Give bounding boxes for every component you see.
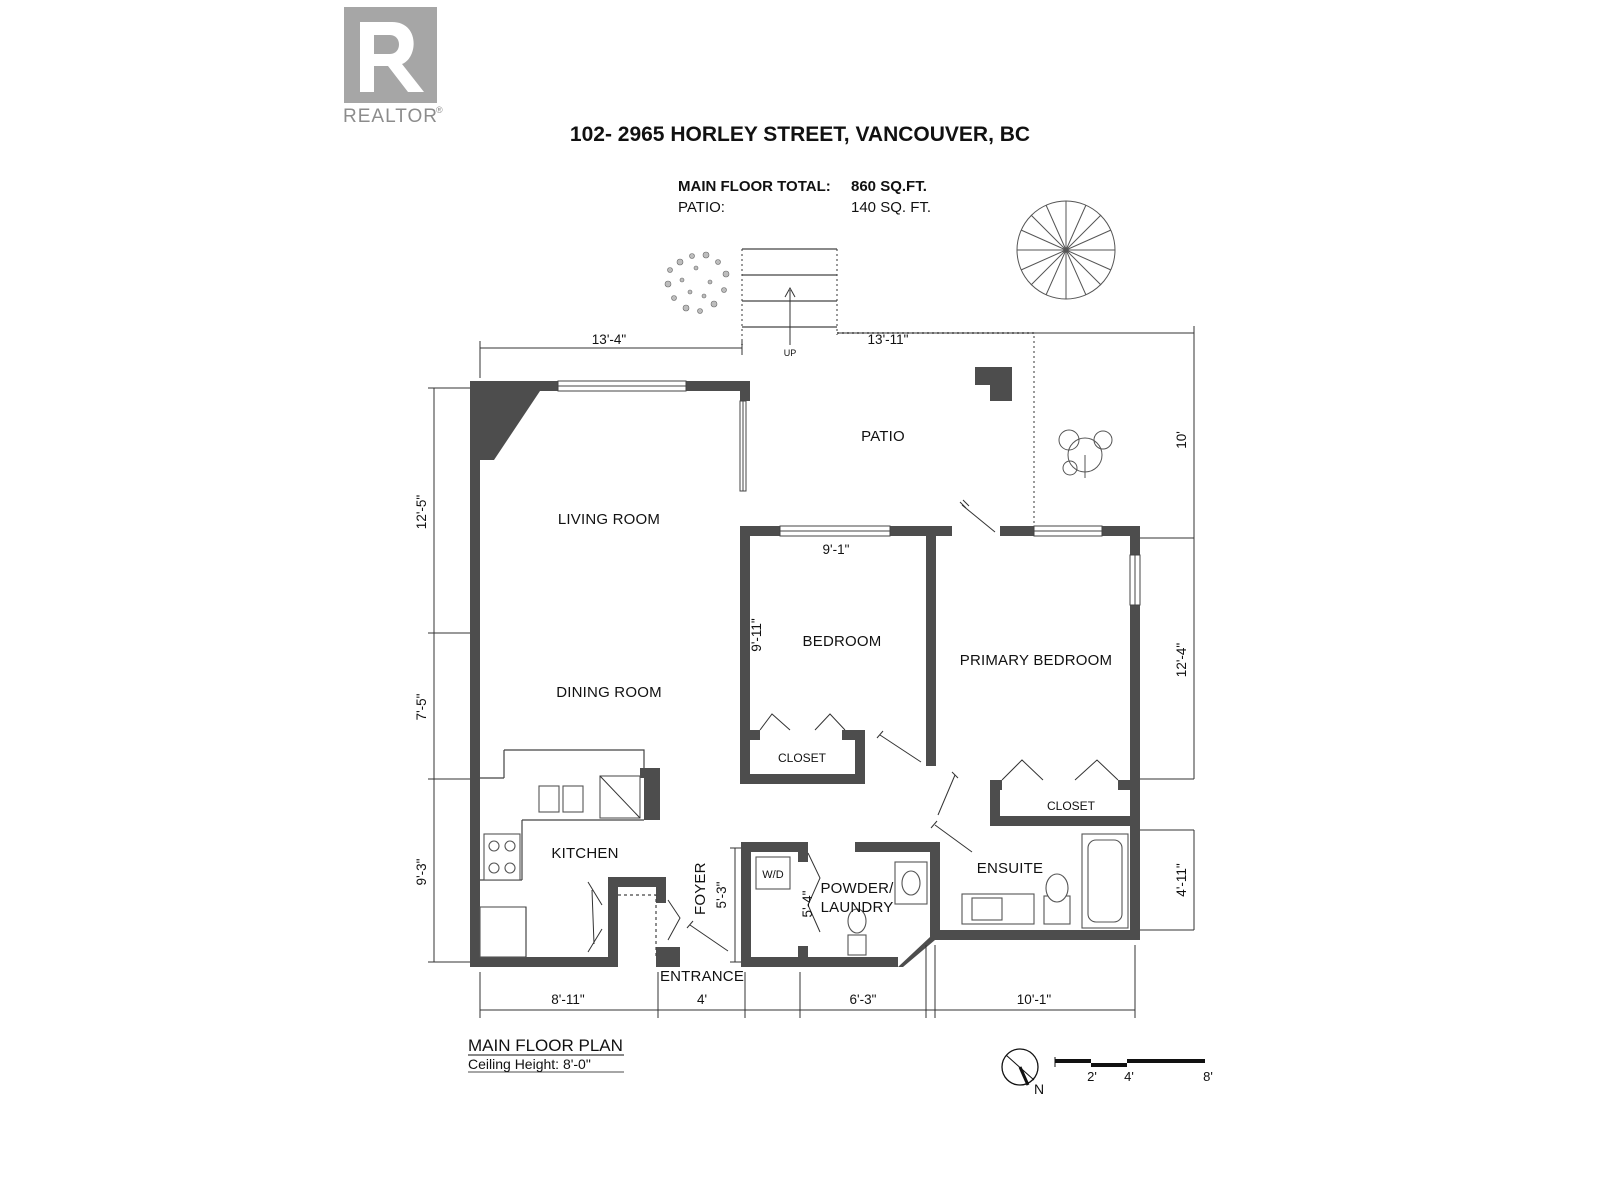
dim-bottom-foyer: 4' (697, 992, 707, 1007)
patio-stairs: UP (741, 248, 838, 358)
dim-bedroom-depth: 9'-11" (749, 618, 764, 652)
dim-bottom-ensuite: 10'-1" (1017, 992, 1052, 1007)
living-room-label: LIVING ROOM (558, 511, 660, 528)
plan-title: MAIN FLOOR PLAN (468, 1036, 623, 1055)
dining-room-label: DINING ROOM (556, 684, 662, 701)
entrance-label: ENTRANCE (660, 968, 744, 985)
foyer-label: FOYER (692, 862, 709, 915)
powder-label-line1: POWDER/ (820, 880, 894, 897)
primary-bedroom-label: PRIMARY BEDROOM (960, 652, 1112, 669)
stairs-up-label: UP (784, 348, 797, 358)
windows (557, 380, 1141, 606)
dim-top-right: 13'-11" (868, 332, 909, 347)
patio-label: PATIO (861, 428, 905, 445)
patio-planter (975, 367, 1012, 401)
shrub-symbol (664, 251, 730, 314)
washer-dryer-label: W/D (762, 869, 783, 881)
kitchen-label: KITCHEN (551, 845, 618, 862)
scale-bar: 2' 4' 8' (1054, 1057, 1213, 1084)
main-floor-total-label: MAIN FLOOR TOTAL: (678, 178, 831, 195)
dim-laundry-depth: 5'-4" (800, 890, 815, 917)
patio-plant-symbol (1058, 429, 1113, 478)
dim-left-kitchen: 9'-3" (414, 858, 429, 885)
dimension-lines (428, 326, 1195, 1018)
scale-label-4ft: 4' (1124, 1069, 1134, 1084)
ceiling-height: Ceiling Height: 8'-0" (468, 1056, 591, 1072)
bathroom-fixtures: W/D (755, 833, 1129, 956)
main-floor-total-value: 860 SQ.FT. (851, 178, 927, 195)
bedroom-label: BEDROOM (803, 633, 882, 650)
patio-total-value: 140 SQ. FT. (851, 199, 931, 216)
dim-left-dining: 7'-5" (414, 693, 429, 720)
tree-symbol (1016, 200, 1116, 300)
dim-right-primary: 12'-4" (1174, 643, 1189, 678)
powder-label-line2: LAUNDRY (821, 899, 894, 916)
dim-right-ensuite: 4'-11" (1174, 863, 1189, 897)
scale-label-8ft: 8' (1203, 1069, 1213, 1084)
dim-foyer-depth: 5'-3" (714, 881, 729, 908)
dim-left-living: 12'-5" (414, 495, 429, 530)
property-address: 102- 2965 HORLEY STREET, VANCOUVER, BC (570, 123, 1030, 146)
dim-bedroom-width: 9'-1" (823, 542, 850, 557)
doors (587, 499, 1119, 953)
bedroom-closet-label: CLOSET (778, 751, 827, 765)
dim-bottom-kitchen: 8'-11" (551, 992, 585, 1007)
scale-label-2ft: 2' (1087, 1069, 1097, 1084)
realtor-logo: REALTOR ® (343, 7, 443, 127)
patio-total-label: PATIO: (678, 199, 725, 216)
primary-closet-label: CLOSET (1047, 799, 1096, 813)
dim-bottom-powder: 6'-3" (850, 992, 877, 1007)
dim-top-left: 13'-4" (592, 332, 627, 347)
dim-right-patio: 10' (1174, 431, 1189, 449)
north-label: N (1034, 1081, 1044, 1097)
north-arrow: N (1001, 1048, 1044, 1097)
trademark-mark: ® (436, 105, 443, 115)
realtor-logo-text: REALTOR (343, 106, 438, 127)
ensuite-label: ENSUITE (977, 860, 1043, 877)
exterior-walls (470, 381, 1140, 967)
kitchen-fixtures (479, 749, 657, 958)
